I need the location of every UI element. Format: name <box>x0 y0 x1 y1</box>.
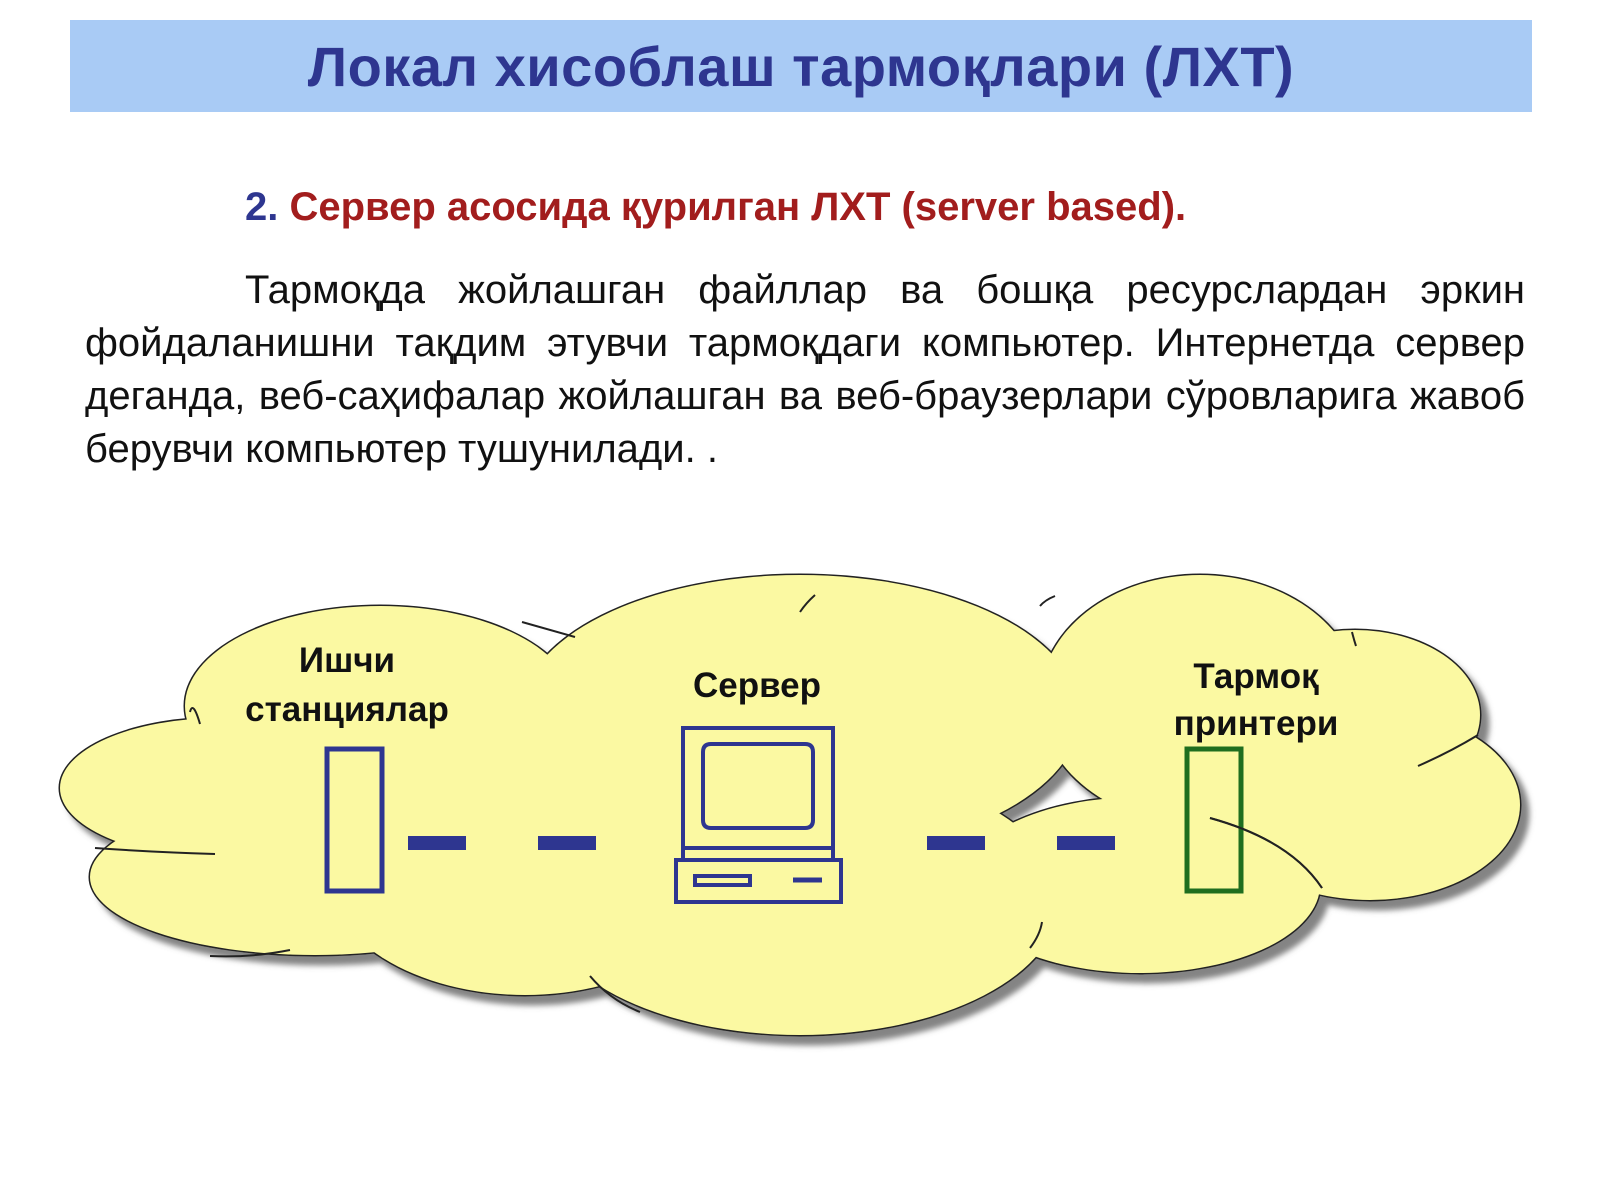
printer-icon <box>1184 746 1244 894</box>
section-heading: 2. Сервер асосида қурилган ЛХТ (server b… <box>245 185 1186 230</box>
server-computer-icon <box>674 726 843 904</box>
server-label: Сервер <box>693 666 821 705</box>
title-bar: Локал хисоблаш тармоқлари (ЛХТ) <box>70 20 1532 112</box>
section-heading-text: Сервер асосида қурилган ЛХТ (server base… <box>289 185 1187 229</box>
connector-right <box>927 836 1115 850</box>
workstations-label: станциялар <box>245 690 449 729</box>
workstations-label: Ишчи <box>299 641 395 680</box>
printer-label: принтери <box>1174 704 1339 743</box>
connector-left <box>408 836 596 850</box>
section-number: 2. <box>245 185 279 229</box>
definition-paragraph: Тармоқда жойлашган файллар ва бошқа ресу… <box>85 268 1525 471</box>
network-cloud <box>58 573 1522 1037</box>
workstation-icon <box>324 746 385 894</box>
printer-label: Тармоқ <box>1193 657 1319 696</box>
page-title: Локал хисоблаш тармоқлари (ЛХТ) <box>307 34 1295 98</box>
